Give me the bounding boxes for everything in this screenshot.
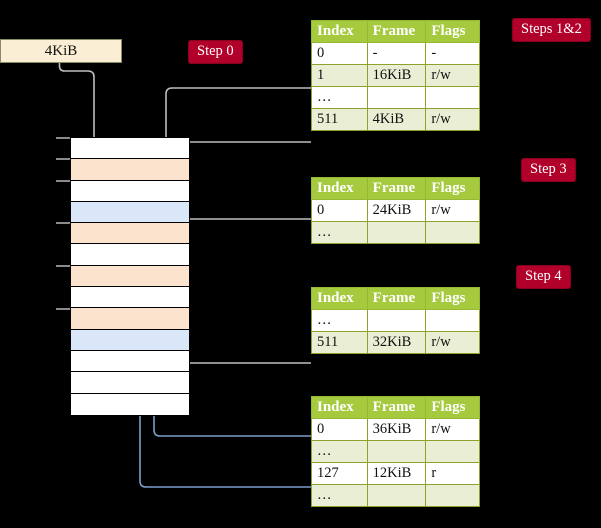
physical-memory-column [70, 137, 190, 416]
cell-index: 127 [311, 462, 368, 485]
badge-label: Step 3 [530, 161, 567, 177]
badge-steps-1-2: Steps 1&2 [512, 18, 591, 42]
cell-flags: r/w [425, 199, 480, 222]
memory-cell [71, 372, 189, 394]
memory-tick [56, 265, 70, 267]
column-header-index: Index [311, 177, 368, 200]
cell-index: … [311, 221, 368, 244]
column-header-index: Index [311, 396, 368, 419]
page-table-level-1: Index Frame Flags 0 - - 1 16KiB r/w … [311, 20, 480, 131]
badge-step-0: Step 0 [188, 40, 243, 64]
memory-cell [71, 223, 189, 245]
memory-cell [71, 159, 189, 181]
cell-flags: r/w [425, 108, 480, 131]
column-header-index: Index [311, 287, 368, 310]
cell-flags [425, 440, 480, 463]
cell-flags [425, 309, 480, 332]
page-table-level-2: Index Frame Flags 0 24KiB r/w … [311, 177, 480, 244]
cell-flags [425, 86, 480, 109]
memory-tick [56, 137, 70, 139]
table-row: … [311, 221, 480, 244]
column-header-frame: Frame [366, 177, 427, 200]
cell-frame [366, 309, 427, 332]
cell-frame [366, 86, 427, 109]
table-row: 127 12KiB r [311, 462, 480, 485]
column-header-flags: Flags [425, 287, 480, 310]
cell-index: … [311, 440, 368, 463]
cell-index: 511 [311, 331, 368, 354]
table-header-row: Index Frame Flags [311, 396, 480, 419]
column-header-index: Index [311, 20, 368, 43]
badge-step-4: Step 4 [516, 265, 571, 289]
cell-flags: r/w [425, 331, 480, 354]
table-header-row: Index Frame Flags [311, 287, 480, 310]
memory-cell [71, 138, 189, 160]
column-header-frame: Frame [366, 20, 427, 43]
badge-label: Step 0 [197, 43, 234, 59]
column-header-flags: Flags [425, 177, 480, 200]
memory-cell [71, 350, 189, 373]
memory-tick [56, 180, 70, 182]
cell-index: … [311, 484, 368, 507]
memory-cell [71, 265, 189, 288]
cell-flags [425, 221, 480, 244]
memory-cell [71, 287, 189, 309]
cell-index: 0 [311, 42, 368, 65]
table-row: 0 36KiB r/w [311, 418, 480, 441]
column-header-flags: Flags [425, 20, 480, 43]
page-box-4kib: 4KiB [0, 39, 122, 63]
memory-cell [71, 329, 189, 351]
memory-cell [71, 393, 189, 415]
cell-index: … [311, 86, 368, 109]
cell-flags: - [425, 42, 480, 65]
cell-index: 0 [311, 199, 368, 222]
cell-frame [366, 440, 427, 463]
table-row: 0 24KiB r/w [311, 199, 480, 222]
table-row: … [311, 86, 480, 109]
cell-flags: r [425, 462, 480, 485]
table-row: 0 - - [311, 42, 480, 65]
table-row: … [311, 309, 480, 332]
table-row: … [311, 440, 480, 463]
cell-frame: 16KiB [366, 64, 427, 87]
cell-frame: 24KiB [366, 199, 427, 222]
badge-label: Steps 1&2 [521, 21, 582, 37]
cell-frame: 12KiB [366, 462, 427, 485]
column-header-frame: Frame [366, 396, 427, 419]
memory-cell [71, 244, 189, 266]
cell-flags [425, 484, 480, 507]
table-row: … [311, 484, 480, 507]
cell-frame: 32KiB [366, 331, 427, 354]
memory-cell [71, 201, 189, 224]
badge-label: Step 4 [525, 268, 562, 284]
cell-index: 0 [311, 418, 368, 441]
memory-tick [56, 222, 70, 224]
page-table-level-3: Index Frame Flags … 511 32KiB r/w [311, 287, 480, 354]
table-row: 511 32KiB r/w [311, 331, 480, 354]
cell-index: … [311, 309, 368, 332]
column-header-frame: Frame [366, 287, 427, 310]
page-table-level-4: Index Frame Flags 0 36KiB r/w … 127 12Ki… [311, 396, 480, 507]
table-row: 1 16KiB r/w [311, 64, 480, 87]
cell-frame: 36KiB [366, 418, 427, 441]
column-header-flags: Flags [425, 396, 480, 419]
cell-index: 1 [311, 64, 368, 87]
memory-cell [71, 180, 189, 202]
memory-cell [71, 308, 189, 330]
cell-frame [366, 221, 427, 244]
page-box-label: 4KiB [44, 43, 78, 59]
table-row-highlighted: 511 4KiB r/w [311, 108, 480, 131]
table-header-row: Index Frame Flags [311, 20, 480, 43]
memory-tick [56, 308, 70, 310]
badge-step-3: Step 3 [521, 158, 576, 182]
cell-frame [366, 484, 427, 507]
cell-index: 511 [311, 108, 368, 131]
memory-tick [56, 158, 70, 160]
table-header-row: Index Frame Flags [311, 177, 480, 200]
cell-frame: 4KiB [366, 108, 427, 131]
cell-flags: r/w [425, 64, 480, 87]
cell-frame: - [366, 42, 427, 65]
cell-flags: r/w [425, 418, 480, 441]
